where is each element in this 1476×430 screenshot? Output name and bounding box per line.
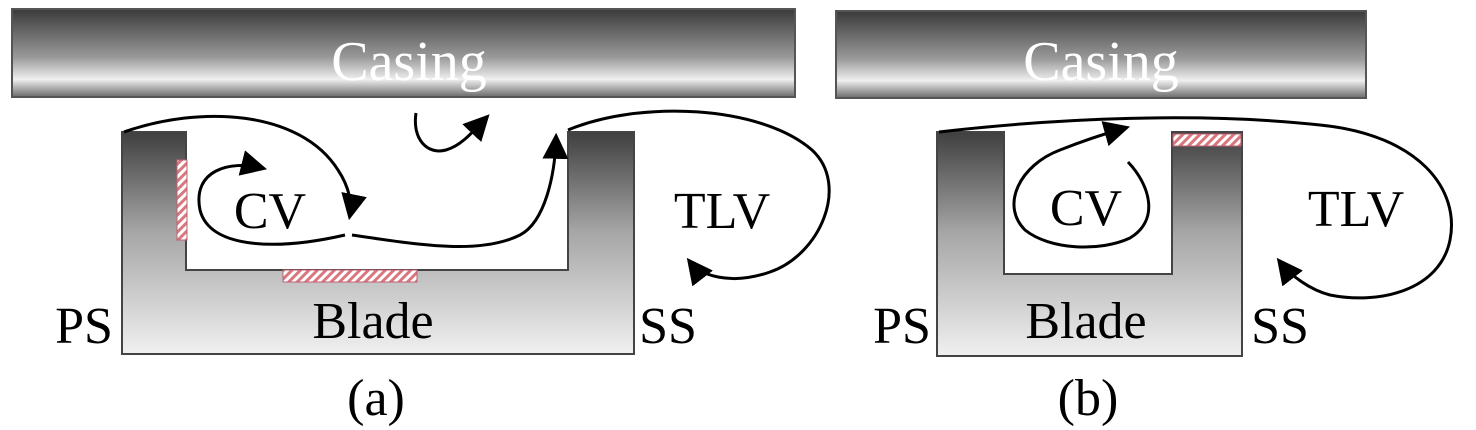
blade-b [936, 131, 1243, 357]
cavity-exit-flow-a [351, 132, 569, 249]
ps-label-a: PS [55, 298, 113, 355]
tlv-loop-a [567, 109, 831, 287]
casing-bar-b [835, 10, 1367, 99]
caption-a: (a) [347, 370, 405, 427]
casing-bar-a [11, 8, 796, 98]
tlv-loop-b [938, 116, 1453, 300]
cavity-vortex-a [197, 150, 346, 246]
casing-label-a: Casing [331, 31, 487, 93]
panel-b: Casing CV TLV Blade PS SS (b) [835, 10, 1453, 427]
hatch-strip-bottom-a [282, 269, 418, 283]
caption-b: (b) [1058, 370, 1119, 427]
casing-label-b: Casing [1023, 31, 1179, 93]
blade-label-b: Blade [1025, 293, 1146, 350]
small-casing-vortex-a [413, 112, 490, 153]
tlv-label-b: TLV [1308, 181, 1404, 238]
hatch-strip-left-a [176, 159, 188, 241]
cv-label-a: CV [234, 183, 306, 240]
blade-label-a: Blade [312, 293, 433, 350]
hatch-strip-ss-tip-b [1172, 133, 1242, 147]
ss-label-b: SS [1251, 298, 1309, 355]
flow-over-ps-tip-a [123, 114, 367, 221]
ps-label-b: PS [873, 298, 931, 355]
tlv-label-a: TLV [674, 183, 770, 240]
ss-label-a: SS [639, 298, 697, 355]
cv-label-b: CV [1050, 180, 1122, 237]
panel-a: Casing CV TLV Blade PS SS (a) [11, 8, 831, 427]
cavity-vortex-b [1012, 121, 1151, 249]
